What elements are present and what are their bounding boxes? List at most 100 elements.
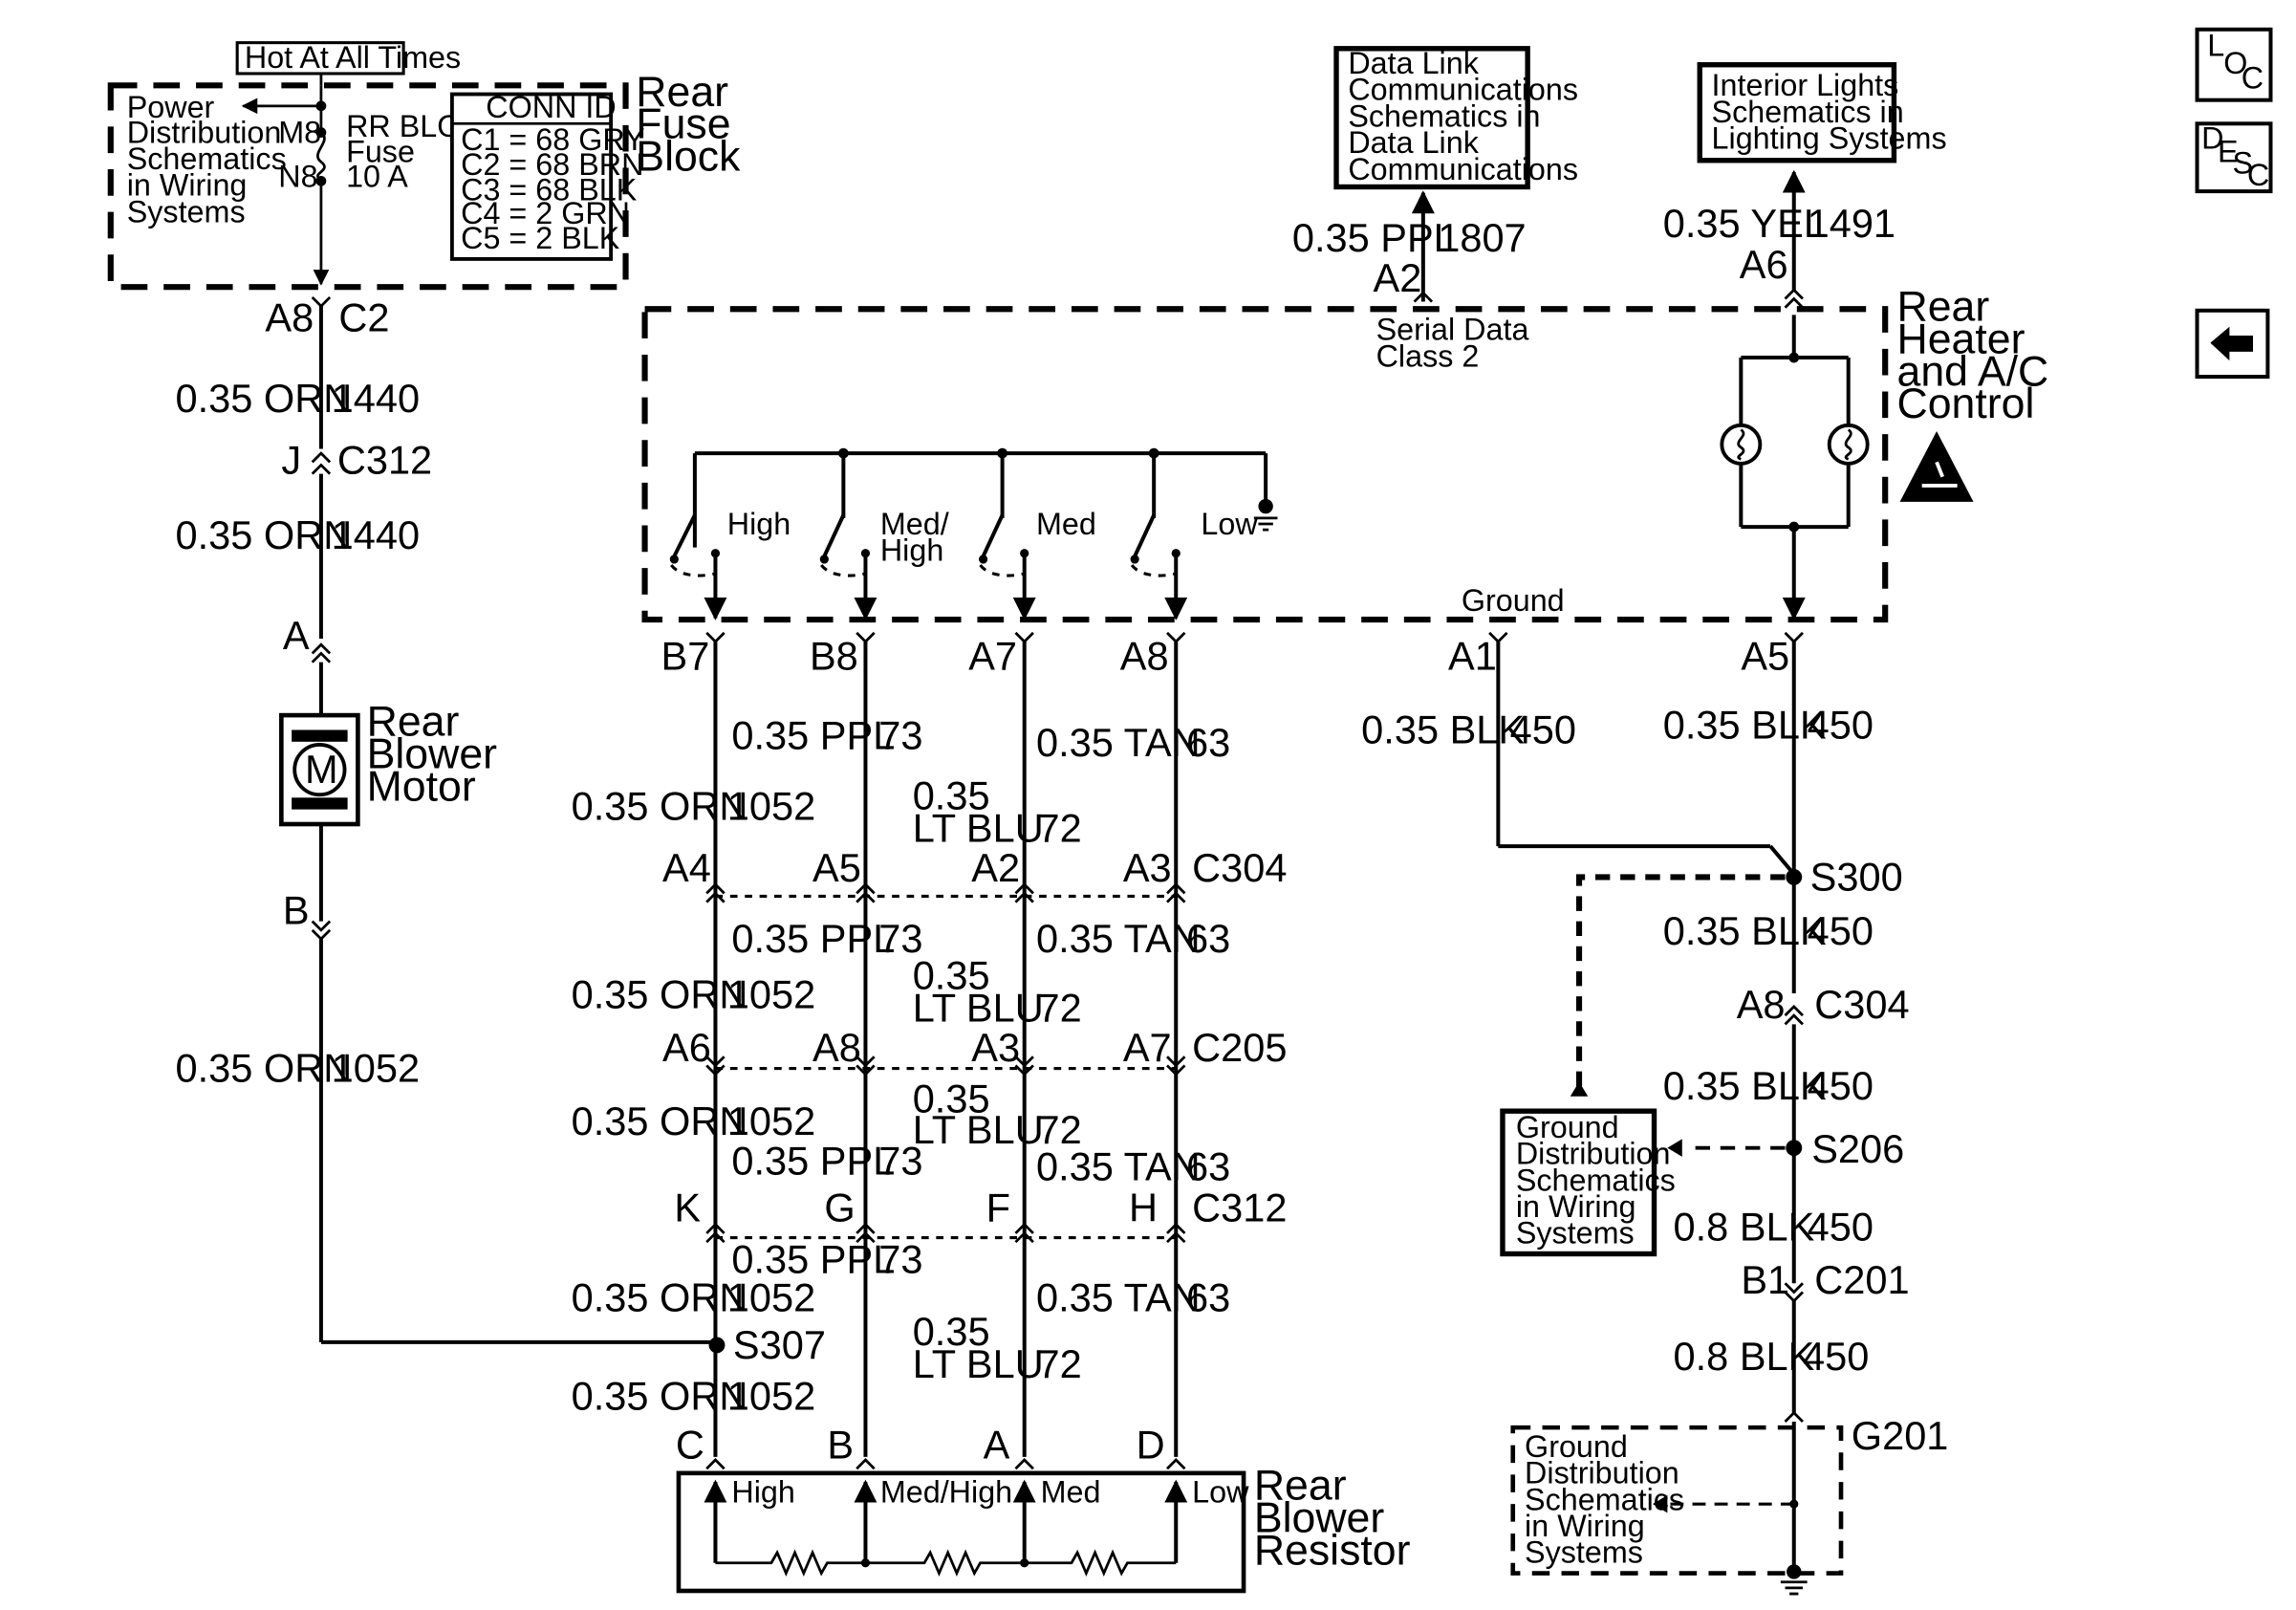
pin-a7: A7 (968, 633, 1017, 678)
r2-tan-circuit: 63 (1186, 916, 1230, 961)
resistor-pin-a: A (984, 1422, 1010, 1467)
resistor-title-3: Resistor (1254, 1527, 1411, 1574)
fuse-label-2: Fuse (346, 134, 415, 168)
resistor-tap-medhigh: Med/High (880, 1475, 1012, 1510)
interior-text-2: Schematics in (1712, 95, 1904, 129)
control-outline (641, 306, 1889, 623)
r4-blu-gauge-1: 0.35 (913, 1309, 990, 1354)
c304-ground-pin: A8 (1737, 982, 1786, 1027)
motor-title-3: Motor (367, 763, 476, 810)
r4-orn-circuit: 1052 (727, 1275, 815, 1320)
r4-tan-circuit: 63 (1186, 1275, 1230, 1320)
fuse-block-title-3: Block (636, 134, 741, 181)
fuse-symbol (316, 131, 326, 182)
g201-box-5: Systems (1525, 1535, 1643, 1570)
splice-s307-label: S307 (733, 1322, 826, 1367)
fuse-block: Hot At All Times Rear Fuse Block Power D… (107, 40, 741, 291)
switch-label-med: Med (1036, 507, 1096, 541)
wire2-circuit: 1440 (332, 512, 420, 557)
r2-orn-circuit: 1052 (727, 971, 815, 1016)
c312-pin-h: H (1129, 1186, 1158, 1230)
conn-id-table (449, 92, 614, 261)
dl-wire-gauge: 0.35 PPL (1292, 215, 1456, 260)
fuse-block-outline (107, 82, 629, 291)
desc-letter-d: D (2201, 120, 2223, 155)
data-link-text-1: Data Link (1348, 46, 1479, 80)
c312-pin-g: G (824, 1186, 855, 1230)
loc-letter-l: L (2207, 28, 2224, 62)
conn-id-c1: C1 = 68 GRY (461, 122, 645, 157)
r3-blu-gauge-2: LT BLU (913, 1107, 1044, 1152)
pin-b7: B7 (661, 633, 709, 678)
switch-label-low: Low (1201, 507, 1258, 541)
ground-path: 0.35 BLK 450 0.35 BLK 450 S300 0.35 BLK … (1361, 642, 1948, 1596)
switch-low (1130, 513, 1188, 620)
r3-blu-gauge-1: 0.35 (913, 1077, 990, 1121)
loc-letter-o: O (2223, 46, 2247, 80)
switch-label-high: High (727, 507, 791, 541)
w2-gauge: 0.35 BLK (1663, 908, 1827, 953)
a5-circuit: 450 (1808, 703, 1874, 748)
dl-pin: A2 (1374, 255, 1422, 300)
w3-circuit: 450 (1808, 1063, 1874, 1108)
wire1-circuit: 1440 (332, 376, 420, 421)
c304-pin-a3: A3 (1123, 845, 1172, 890)
wire2-gauge: 0.35 ORN (176, 512, 353, 557)
power-ref-5: Systems (127, 194, 246, 228)
resistor-tap-low: Low (1192, 1475, 1249, 1510)
c205-conn: C205 (1192, 1025, 1287, 1070)
control-module: Rear Heater and A/C Control (641, 284, 2048, 623)
r3-ppl-gauge: 0.35 PPL (731, 1138, 895, 1183)
pin-a8: A8 (1120, 633, 1169, 678)
loc-letter-c: C (2242, 60, 2264, 95)
r4-blu-gauge-2: LT BLU (913, 1341, 1044, 1386)
r5-orn-gauge: 0.35 ORN (572, 1374, 748, 1419)
c201-pin: B1 (1741, 1257, 1789, 1302)
serial-data-2: Class 2 (1376, 338, 1480, 373)
switch-high (669, 513, 727, 620)
w4-gauge: 0.8 BLK (1674, 1205, 1815, 1250)
harness: 0.35 PPL 73 0.35 TAN 63 0.35 LT BLU 72 0… (572, 642, 1288, 1457)
splice-s300-label: S300 (1810, 854, 1903, 899)
conn-id-title: CONN ID (486, 90, 616, 124)
dl-wire-circuit: 1807 (1438, 215, 1526, 260)
c312-left-conn: C312 (337, 438, 432, 483)
gnd-box-3: Schematics (1516, 1163, 1676, 1197)
g201-box-1: Ground (1525, 1429, 1628, 1464)
resistor-pin-b: B (827, 1422, 854, 1467)
back-button[interactable] (2195, 308, 2270, 380)
data-link-text-5: Communications (1348, 152, 1578, 186)
power-ref-2: Distribution (127, 115, 282, 149)
r3-orn-circuit: 1052 (727, 1099, 815, 1143)
fuse-pin-m8: M8 (278, 115, 321, 149)
r4-tan-gauge: 0.35 TAN (1036, 1275, 1201, 1320)
c205-pin-a6: A6 (662, 1025, 711, 1070)
motor-title-1: Rear (367, 699, 460, 746)
c312-pin-f: F (986, 1186, 1010, 1230)
c304-ground-conn: C304 (1814, 982, 1909, 1027)
resistor-title-2: Blower (1254, 1494, 1385, 1541)
hot-label: Hot At All Times (245, 40, 461, 75)
fuse-pin-n8: N8 (278, 159, 317, 193)
fuse-block-title-2: Fuse (636, 101, 730, 148)
c304-pin-a2: A2 (971, 845, 1020, 890)
desc-letter-s: S (2232, 146, 2253, 181)
splice-s206-label: S206 (1811, 1126, 1904, 1171)
desc-button[interactable]: D E S C (2195, 120, 2273, 194)
resistor-box (676, 1470, 1246, 1594)
w2-circuit: 450 (1808, 908, 1874, 953)
c312-left-pin: J (281, 438, 301, 483)
c304-pin-a5: A5 (812, 845, 861, 890)
c304-pin-a4: A4 (662, 845, 711, 890)
resistor-pin-d: D (1137, 1422, 1165, 1467)
resistor-pin-c: C (676, 1422, 704, 1467)
pin-a5: A5 (1741, 633, 1789, 678)
power-ref-3: Schematics (127, 141, 287, 176)
il-pin: A6 (1740, 242, 1788, 287)
splice-s206 (1786, 1140, 1803, 1157)
loc-button[interactable]: L O C (2195, 27, 2273, 102)
r2-tan-gauge: 0.35 TAN (1036, 916, 1201, 961)
a1-circuit: 450 (1510, 707, 1576, 751)
r1-ppl-circuit: 73 (878, 713, 922, 758)
wire3-circuit: 1052 (332, 1045, 420, 1090)
